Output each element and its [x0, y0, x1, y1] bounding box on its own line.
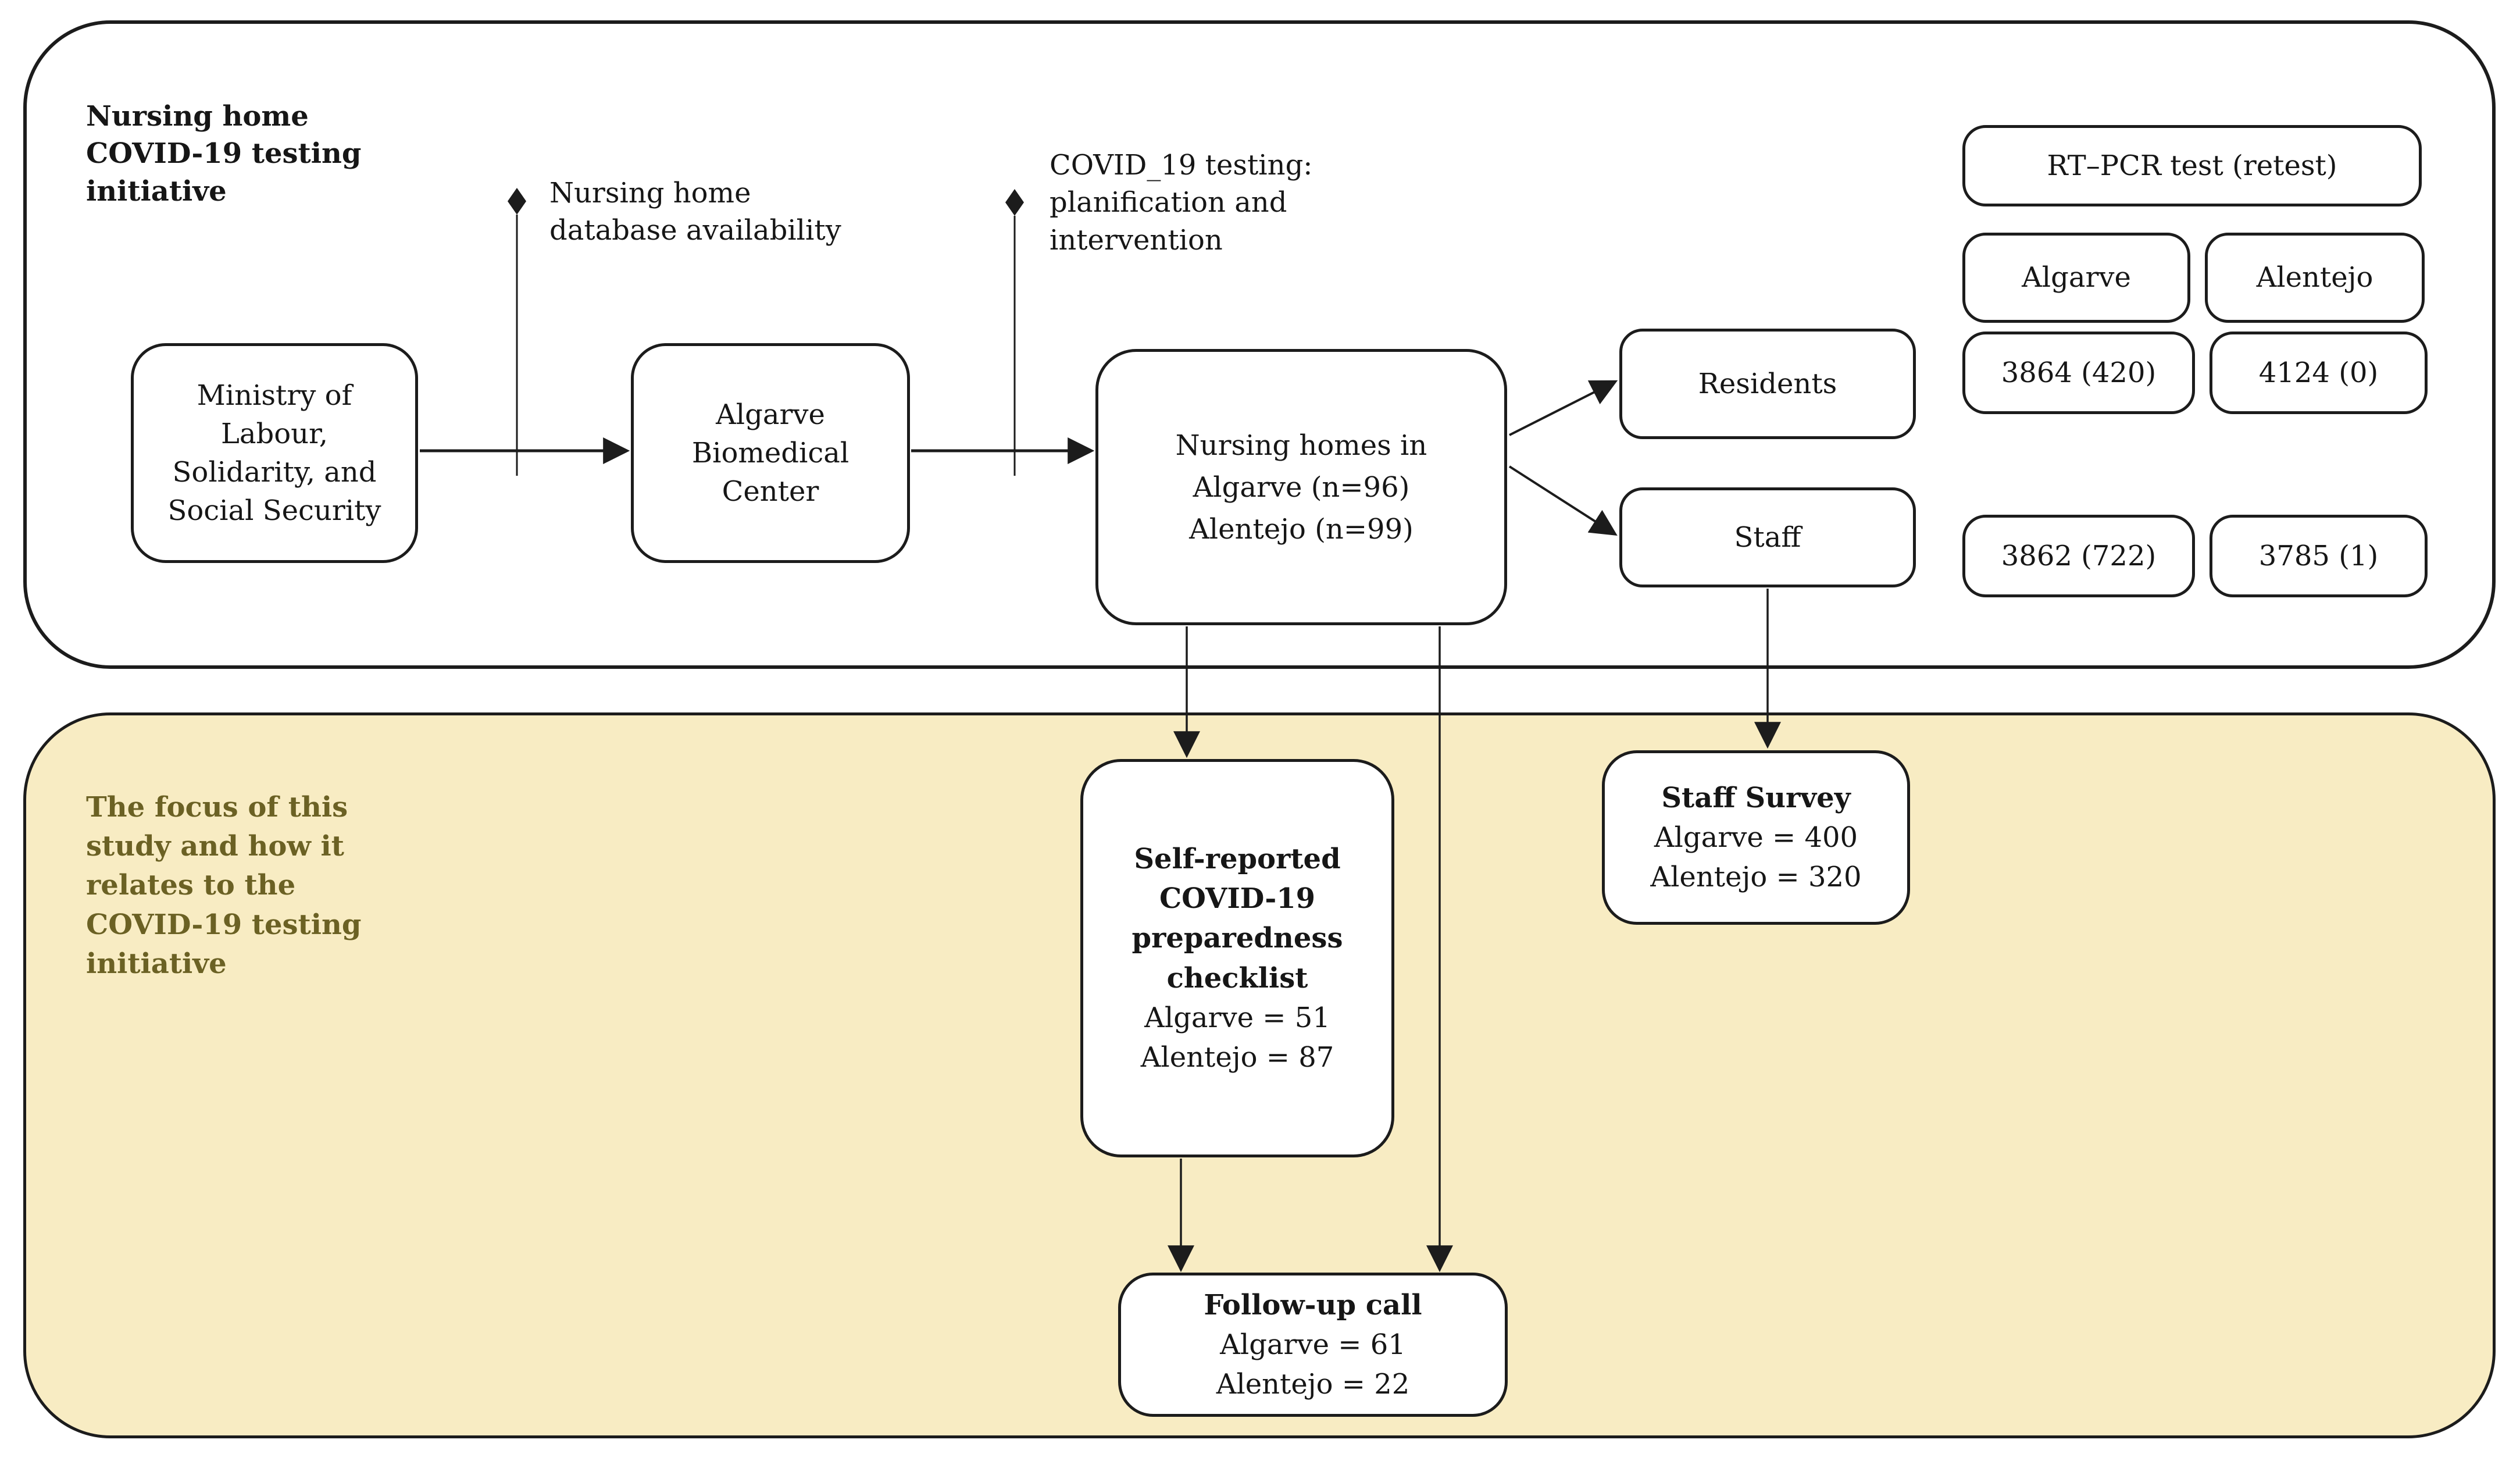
node-staff-survey: Staff Survey Algarve = 400 Alentejo = 32… — [1602, 750, 1910, 925]
rtpcr-residents-alentejo-value: 4124 (0) — [2258, 356, 2379, 389]
rtpcr-column-alentejo-label: Alentejo — [2256, 261, 2373, 294]
annotation-planification-text: COVID_19 testing: planification and inte… — [1050, 149, 1313, 256]
rtpcr-staff-alentejo: 3785 (1) — [2210, 515, 2428, 597]
node-ministry-label: Ministry of Labour, Solidarity, and Soci… — [167, 379, 381, 528]
node-staff: Staff — [1619, 487, 1916, 587]
rtpcr-staff-algarve-value: 3862 (722) — [2001, 539, 2157, 572]
node-staff-label: Staff — [1734, 521, 1801, 554]
node-residents-label: Residents — [1698, 367, 1837, 400]
rtpcr-column-algarve: Algarve — [1962, 233, 2190, 323]
rtpcr-column-algarve-label: Algarve — [2022, 261, 2131, 294]
rtpcr-staff-algarve: 3862 (722) — [1962, 515, 2195, 597]
rtpcr-residents-alentejo: 4124 (0) — [2210, 332, 2428, 414]
annotation-database-text: Nursing home database availability — [549, 177, 841, 247]
node-biomedical-center: Algarve Biomedical Center — [631, 343, 910, 563]
node-followup: Follow-up call Algarve = 61 Alentejo = 2… — [1118, 1273, 1508, 1417]
node-staff-survey-values: Algarve = 400 Alentejo = 320 — [1650, 821, 1862, 894]
node-ministry: Ministry of Labour, Solidarity, and Soci… — [131, 343, 418, 563]
node-checklist-title: Self-reported COVID-19 preparedness chec… — [1131, 843, 1343, 995]
node-residents: Residents — [1619, 329, 1916, 439]
node-checklist: Self-reported COVID-19 preparedness chec… — [1080, 759, 1394, 1157]
rtpcr-header-label: RT–PCR test (retest) — [2047, 149, 2337, 182]
rtpcr-column-alentejo: Alentejo — [2205, 233, 2425, 323]
rtpcr-staff-alentejo-value: 3785 (1) — [2258, 539, 2379, 572]
node-biomedical-center-label: Algarve Biomedical Center — [691, 398, 849, 508]
node-followup-values: Algarve = 61 Alentejo = 22 — [1216, 1328, 1410, 1401]
node-nursing-homes-label: Nursing homes in Algarve (n=96) Alentejo… — [1175, 429, 1427, 546]
node-checklist-values: Algarve = 51 Alentejo = 87 — [1140, 1001, 1334, 1074]
top-panel-title: Nursing home COVID-19 testing initiative — [86, 100, 362, 208]
rtpcr-header-box: RT–PCR test (retest) — [1962, 125, 2422, 206]
bottom-panel-title: The focus of this study and how it relat… — [86, 791, 362, 980]
rtpcr-residents-algarve-value: 3864 (420) — [2001, 356, 2157, 389]
node-nursing-homes: Nursing homes in Algarve (n=96) Alentejo… — [1095, 349, 1507, 625]
rtpcr-residents-algarve: 3864 (420) — [1962, 332, 2195, 414]
node-staff-survey-title: Staff Survey — [1661, 781, 1851, 814]
node-followup-title: Follow-up call — [1204, 1288, 1422, 1321]
